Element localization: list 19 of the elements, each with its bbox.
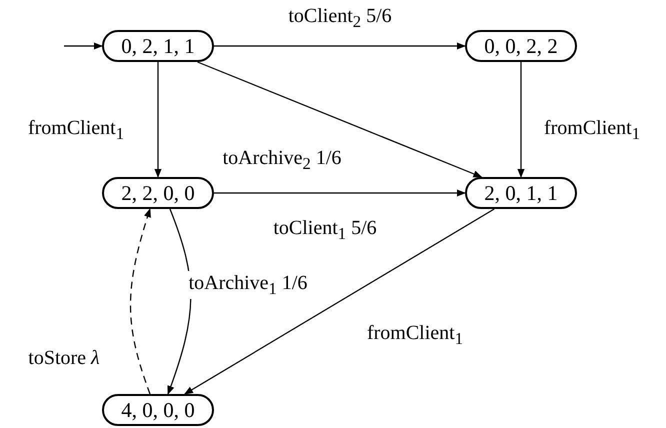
state-box: [102, 30, 214, 62]
arrow: [197, 61, 482, 178]
arrow: [154, 62, 162, 178]
state-label: 2, 0, 1, 1: [484, 180, 558, 206]
state-label: 4, 0, 0, 0: [121, 398, 195, 422]
state-box: [102, 394, 214, 426]
arrow: [214, 189, 466, 197]
arrow: [184, 208, 495, 395]
state-box: [465, 177, 577, 209]
state-box: [465, 30, 577, 62]
dashed-arrow: [130, 208, 152, 394]
arrow: [214, 42, 466, 50]
arrow: [64, 42, 103, 50]
arrow: [517, 62, 525, 178]
state-label: 2, 2, 0, 0: [121, 180, 195, 206]
state-label: 0, 0, 2, 2: [484, 34, 558, 58]
edge-label: toArchive$_{1}$ 1/6: [186, 271, 310, 299]
state-box: [102, 177, 214, 209]
state-label: 0, 2, 1, 1: [121, 34, 195, 58]
